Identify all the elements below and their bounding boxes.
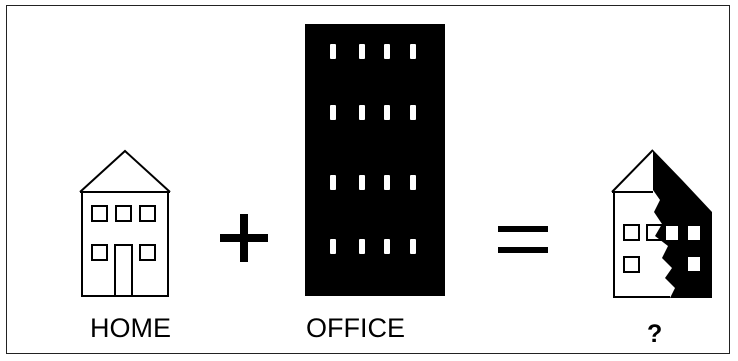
plus-sign bbox=[220, 214, 268, 262]
result-label: ? bbox=[647, 320, 663, 348]
half-house-half-office-icon bbox=[611, 149, 712, 298]
office-building-icon bbox=[305, 24, 445, 296]
office-label: OFFICE bbox=[306, 313, 405, 343]
diagram-frame bbox=[6, 5, 730, 354]
house-icon bbox=[79, 149, 171, 297]
equals-sign bbox=[498, 226, 548, 253]
home-label: HOME bbox=[90, 313, 171, 343]
